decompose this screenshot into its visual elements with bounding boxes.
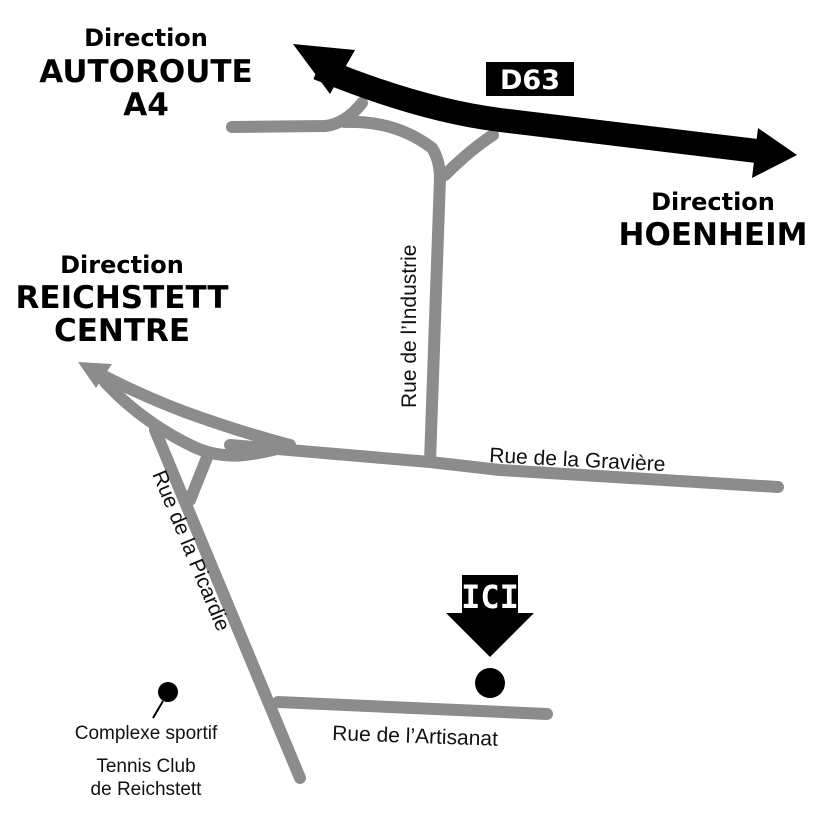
road-reichstett-arrow — [90, 366, 296, 451]
road-picardie-spur — [184, 449, 214, 506]
road-industrie — [424, 172, 446, 468]
road-artisanat — [272, 696, 553, 720]
road-picardie — [149, 424, 306, 784]
poi-label-line3: de Reichstett — [91, 779, 203, 800]
street-label-industrie: Rue de l’Industrie — [398, 245, 421, 408]
direction-autoroute-line1: Direction — [84, 24, 208, 52]
poi-sports-complex: Complexe sportif Tennis Club de Reichste… — [75, 682, 218, 800]
direction-reichstett-line1: Direction — [60, 251, 184, 279]
direction-reichstett-line3: CENTRE — [54, 313, 190, 349]
ici-label: ICI — [461, 578, 519, 616]
poi-label-line2: Tennis Club — [96, 756, 195, 777]
poi-leader-line — [152, 700, 164, 719]
reichstett-arrowhead — [78, 362, 112, 388]
direction-reichstett: Direction REICHSTETT CENTRE — [16, 251, 229, 349]
d63-badge: D63 — [486, 62, 574, 96]
d63-arrowhead-right-icon — [752, 128, 797, 178]
road-graviere — [224, 439, 784, 493]
d63-road — [293, 44, 797, 178]
direction-autoroute-line2: AUTOROUTE — [39, 54, 252, 90]
direction-reichstett-line2: REICHSTETT — [16, 280, 229, 316]
direction-hoenheim-line1: Direction — [651, 188, 775, 216]
local-roads — [90, 97, 784, 784]
ici-location-dot — [475, 668, 505, 698]
street-label-artisanat: Rue de l’Artisanat — [332, 722, 499, 751]
direction-hoenheim: Direction HOENHEIM — [619, 188, 808, 253]
d63-badge-label: D63 — [500, 65, 560, 96]
d63-arrowhead-left-icon — [293, 44, 355, 94]
direction-hoenheim-line2: HOENHEIM — [619, 217, 808, 253]
direction-autoroute: Direction AUTOROUTE A4 — [39, 24, 252, 123]
d63-road-body — [313, 56, 767, 164]
poi-dot — [158, 682, 178, 702]
direction-autoroute-line3: A4 — [123, 87, 169, 123]
ici-marker: ICI — [446, 575, 534, 698]
road-top-branch — [439, 129, 499, 181]
road-top-loop — [339, 115, 446, 186]
ici-arrow-icon — [446, 613, 534, 657]
poi-label-line1: Complexe sportif — [75, 723, 218, 744]
